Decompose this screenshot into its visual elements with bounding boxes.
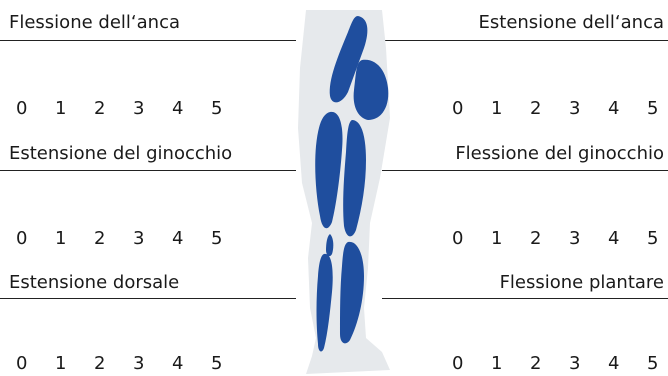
scale-value[interactable]: 3 xyxy=(133,353,145,374)
divider-line xyxy=(382,40,668,41)
knee-tendon xyxy=(326,234,334,257)
hip-flexion-scale: 0 1 2 3 4 5 xyxy=(16,98,250,120)
scale-value[interactable]: 4 xyxy=(172,228,184,249)
gluteus-muscle xyxy=(353,59,389,120)
scale-value[interactable]: 0 xyxy=(452,98,464,119)
scale-value[interactable]: 4 xyxy=(608,353,620,374)
hamstring-muscle xyxy=(343,120,366,237)
scale-value[interactable]: 2 xyxy=(530,98,542,119)
knee-extension-label: Estensione del ginocchio xyxy=(9,143,233,164)
scale-value[interactable]: 3 xyxy=(569,353,581,374)
scale-value[interactable]: 1 xyxy=(491,228,503,249)
calf-muscle xyxy=(340,241,364,344)
plantar-flexion-label: Flessione plantare xyxy=(499,272,664,293)
scale-value[interactable]: 0 xyxy=(452,353,464,374)
scale-value[interactable]: 5 xyxy=(647,228,659,249)
scale-value[interactable]: 4 xyxy=(608,98,620,119)
scale-value[interactable]: 3 xyxy=(133,228,145,249)
scale-value[interactable]: 0 xyxy=(452,228,464,249)
scale-value[interactable]: 0 xyxy=(16,98,28,119)
scale-value[interactable]: 4 xyxy=(608,228,620,249)
scale-value[interactable]: 5 xyxy=(211,228,223,249)
scale-value[interactable]: 0 xyxy=(16,228,28,249)
scale-value[interactable]: 2 xyxy=(94,98,106,119)
quadriceps-muscle xyxy=(315,111,343,229)
knee-extension-scale: 0 1 2 3 4 5 xyxy=(16,228,250,250)
knee-flexion-label: Flessione del ginocchio xyxy=(455,143,664,164)
scale-value[interactable]: 4 xyxy=(172,98,184,119)
dorsal-extension-label: Estensione dorsale xyxy=(9,272,180,293)
scale-value[interactable]: 1 xyxy=(491,98,503,119)
dorsal-extension-scale: 0 1 2 3 4 5 xyxy=(16,353,250,375)
scale-value[interactable]: 3 xyxy=(569,228,581,249)
scale-value[interactable]: 1 xyxy=(55,228,67,249)
scale-value[interactable]: 1 xyxy=(55,98,67,119)
scale-value[interactable]: 1 xyxy=(55,353,67,374)
divider-line xyxy=(0,170,296,171)
hip-flexor-muscle xyxy=(329,16,368,103)
scale-value[interactable]: 5 xyxy=(647,98,659,119)
scale-value[interactable]: 2 xyxy=(530,353,542,374)
scale-value[interactable]: 3 xyxy=(133,98,145,119)
plantar-flexion-scale: 0 1 2 3 4 5 xyxy=(452,353,668,375)
divider-line xyxy=(382,170,668,171)
knee-flexion-scale: 0 1 2 3 4 5 xyxy=(452,228,668,250)
leg-muscles-illustration xyxy=(298,10,390,374)
scale-value[interactable]: 2 xyxy=(94,353,106,374)
scale-value[interactable]: 1 xyxy=(491,353,503,374)
divider-line xyxy=(382,298,668,299)
tibialis-muscle xyxy=(316,253,333,352)
scale-value[interactable]: 3 xyxy=(569,98,581,119)
scale-value[interactable]: 0 xyxy=(16,353,28,374)
hip-extension-label: Estensione dell‘anca xyxy=(478,12,664,33)
hip-extension-scale: 0 1 2 3 4 5 xyxy=(452,98,668,120)
scale-value[interactable]: 5 xyxy=(211,98,223,119)
scale-value[interactable]: 2 xyxy=(530,228,542,249)
scale-value[interactable]: 4 xyxy=(172,353,184,374)
scale-value[interactable]: 5 xyxy=(647,353,659,374)
scale-value[interactable]: 5 xyxy=(211,353,223,374)
scale-value[interactable]: 2 xyxy=(94,228,106,249)
divider-line xyxy=(0,298,296,299)
divider-line xyxy=(0,40,296,41)
hip-flexion-label: Flessione dell‘anca xyxy=(9,12,180,33)
